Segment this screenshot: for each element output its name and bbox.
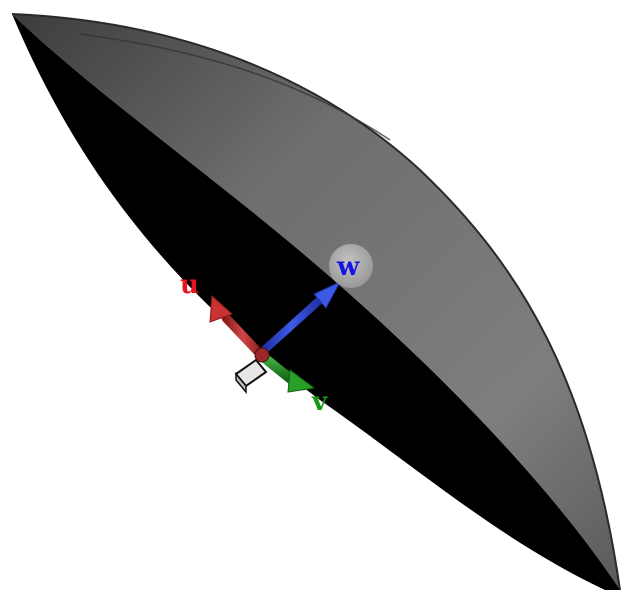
gizmo-handle[interactable]	[329, 244, 373, 288]
v-axis-label: v	[311, 387, 328, 417]
w-axis-label: w	[336, 252, 360, 282]
surface-top-rim	[11, 13, 621, 591]
surface-top-edge-line	[79, 33, 391, 141]
u-axis-label: u	[180, 270, 199, 300]
u-axis-arrow[interactable]	[209, 294, 265, 359]
surface-top	[12, 14, 620, 590]
gizmo-center[interactable]	[254, 347, 270, 363]
w-axis-arrow[interactable]	[258, 280, 342, 356]
transform-gizmo[interactable]	[209, 244, 373, 395]
gizmo-base-icon	[234, 358, 268, 395]
